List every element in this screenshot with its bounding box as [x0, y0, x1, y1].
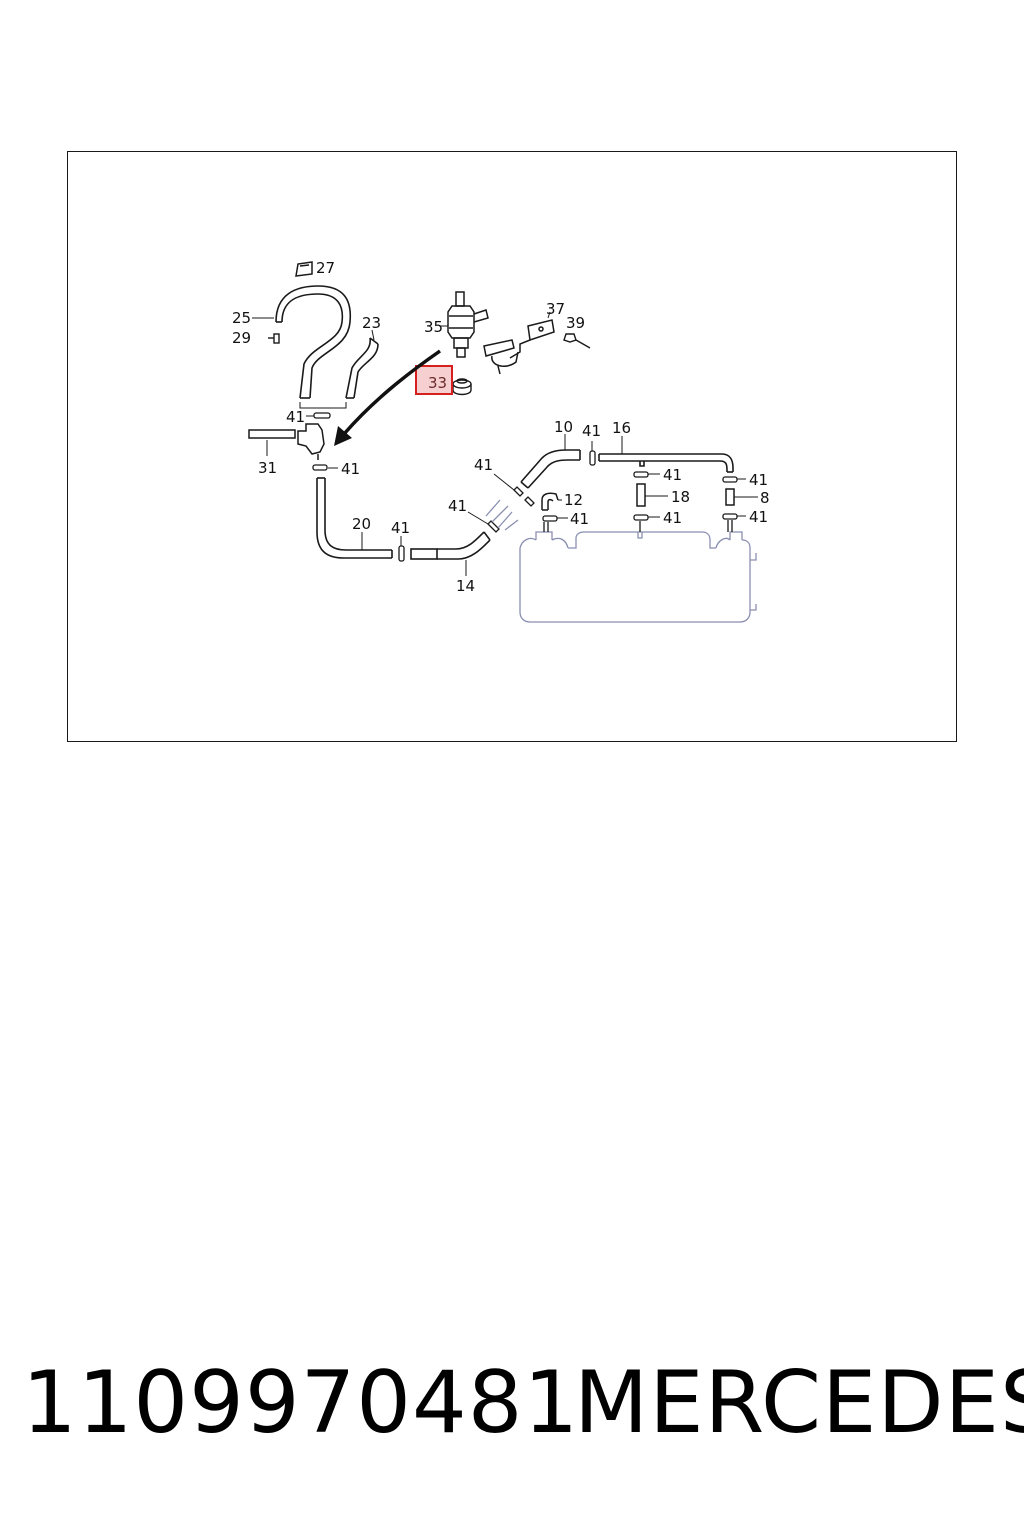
part-18-pipe [636, 483, 646, 507]
callout-41: 41 [474, 456, 493, 474]
highlight-box [415, 365, 453, 395]
callout-35: 35 [424, 318, 443, 336]
callout-10: 10 [554, 418, 573, 436]
part-8-pipe [725, 488, 735, 506]
callout-16: 16 [612, 419, 631, 437]
part-27-clip [295, 261, 313, 277]
clamp-41 [487, 520, 500, 533]
callout-31: 31 [258, 459, 277, 477]
part-31-pipe [248, 429, 296, 439]
tank-connectors [543, 520, 733, 532]
clamp-41 [589, 450, 596, 466]
callout-33: 33 [428, 374, 447, 392]
callout-12: 12 [564, 491, 583, 509]
arrow-indicator [334, 349, 441, 446]
tank-outline [485, 499, 757, 623]
part-16-pipe [598, 453, 734, 473]
callout-25: 25 [232, 309, 251, 327]
t-connector [297, 423, 325, 460]
callout-39: 39 [566, 314, 585, 332]
callout-41: 41 [582, 422, 601, 440]
callout-41: 41 [663, 509, 682, 527]
clamp-41 [722, 513, 738, 520]
part-39-screw [563, 333, 591, 349]
callout-20: 20 [352, 515, 371, 533]
part-10-hose [520, 449, 581, 489]
part-20-hose [316, 477, 393, 559]
callout-14: 14 [456, 577, 475, 595]
clamp-41 [313, 412, 331, 419]
callout-37: 37 [546, 300, 565, 318]
brand-name: MERCEDES [574, 1353, 1024, 1453]
part-33-grommet [452, 378, 472, 396]
callout-41: 41 [749, 508, 768, 526]
callout-41: 41 [448, 497, 467, 515]
part-12-elbow [541, 492, 559, 511]
part-25-hose [275, 285, 352, 399]
clamp-41 [542, 515, 558, 522]
clamp-41 [633, 514, 649, 521]
part-29-fitting [268, 333, 280, 344]
clamp-41 [722, 476, 738, 483]
callout-23: 23 [362, 314, 381, 332]
callout-41: 41 [663, 466, 682, 484]
callout-41: 41 [391, 519, 410, 537]
part-35-valve [447, 291, 489, 358]
clamp-41 [398, 545, 405, 562]
clamp-41 [312, 464, 328, 471]
callout-41: 41 [286, 408, 305, 426]
callout-29: 29 [232, 329, 251, 347]
callout-41: 41 [570, 510, 589, 528]
clamp-41 [633, 471, 649, 478]
callout-18: 18 [671, 488, 690, 506]
clamp-41 [513, 486, 535, 507]
part-14-hose [410, 531, 491, 560]
callout-8: 8 [760, 489, 770, 507]
parts-diagram: 27 25 29 23 41 31 41 [232, 259, 770, 623]
callout-27: 27 [316, 259, 335, 277]
part-23-hose [345, 337, 379, 399]
callout-41: 41 [341, 460, 360, 478]
part-number: 1109970481 [22, 1353, 580, 1453]
callout-41: 41 [749, 471, 768, 489]
diagram-frame [67, 151, 957, 742]
part-37-bracket [483, 319, 555, 375]
